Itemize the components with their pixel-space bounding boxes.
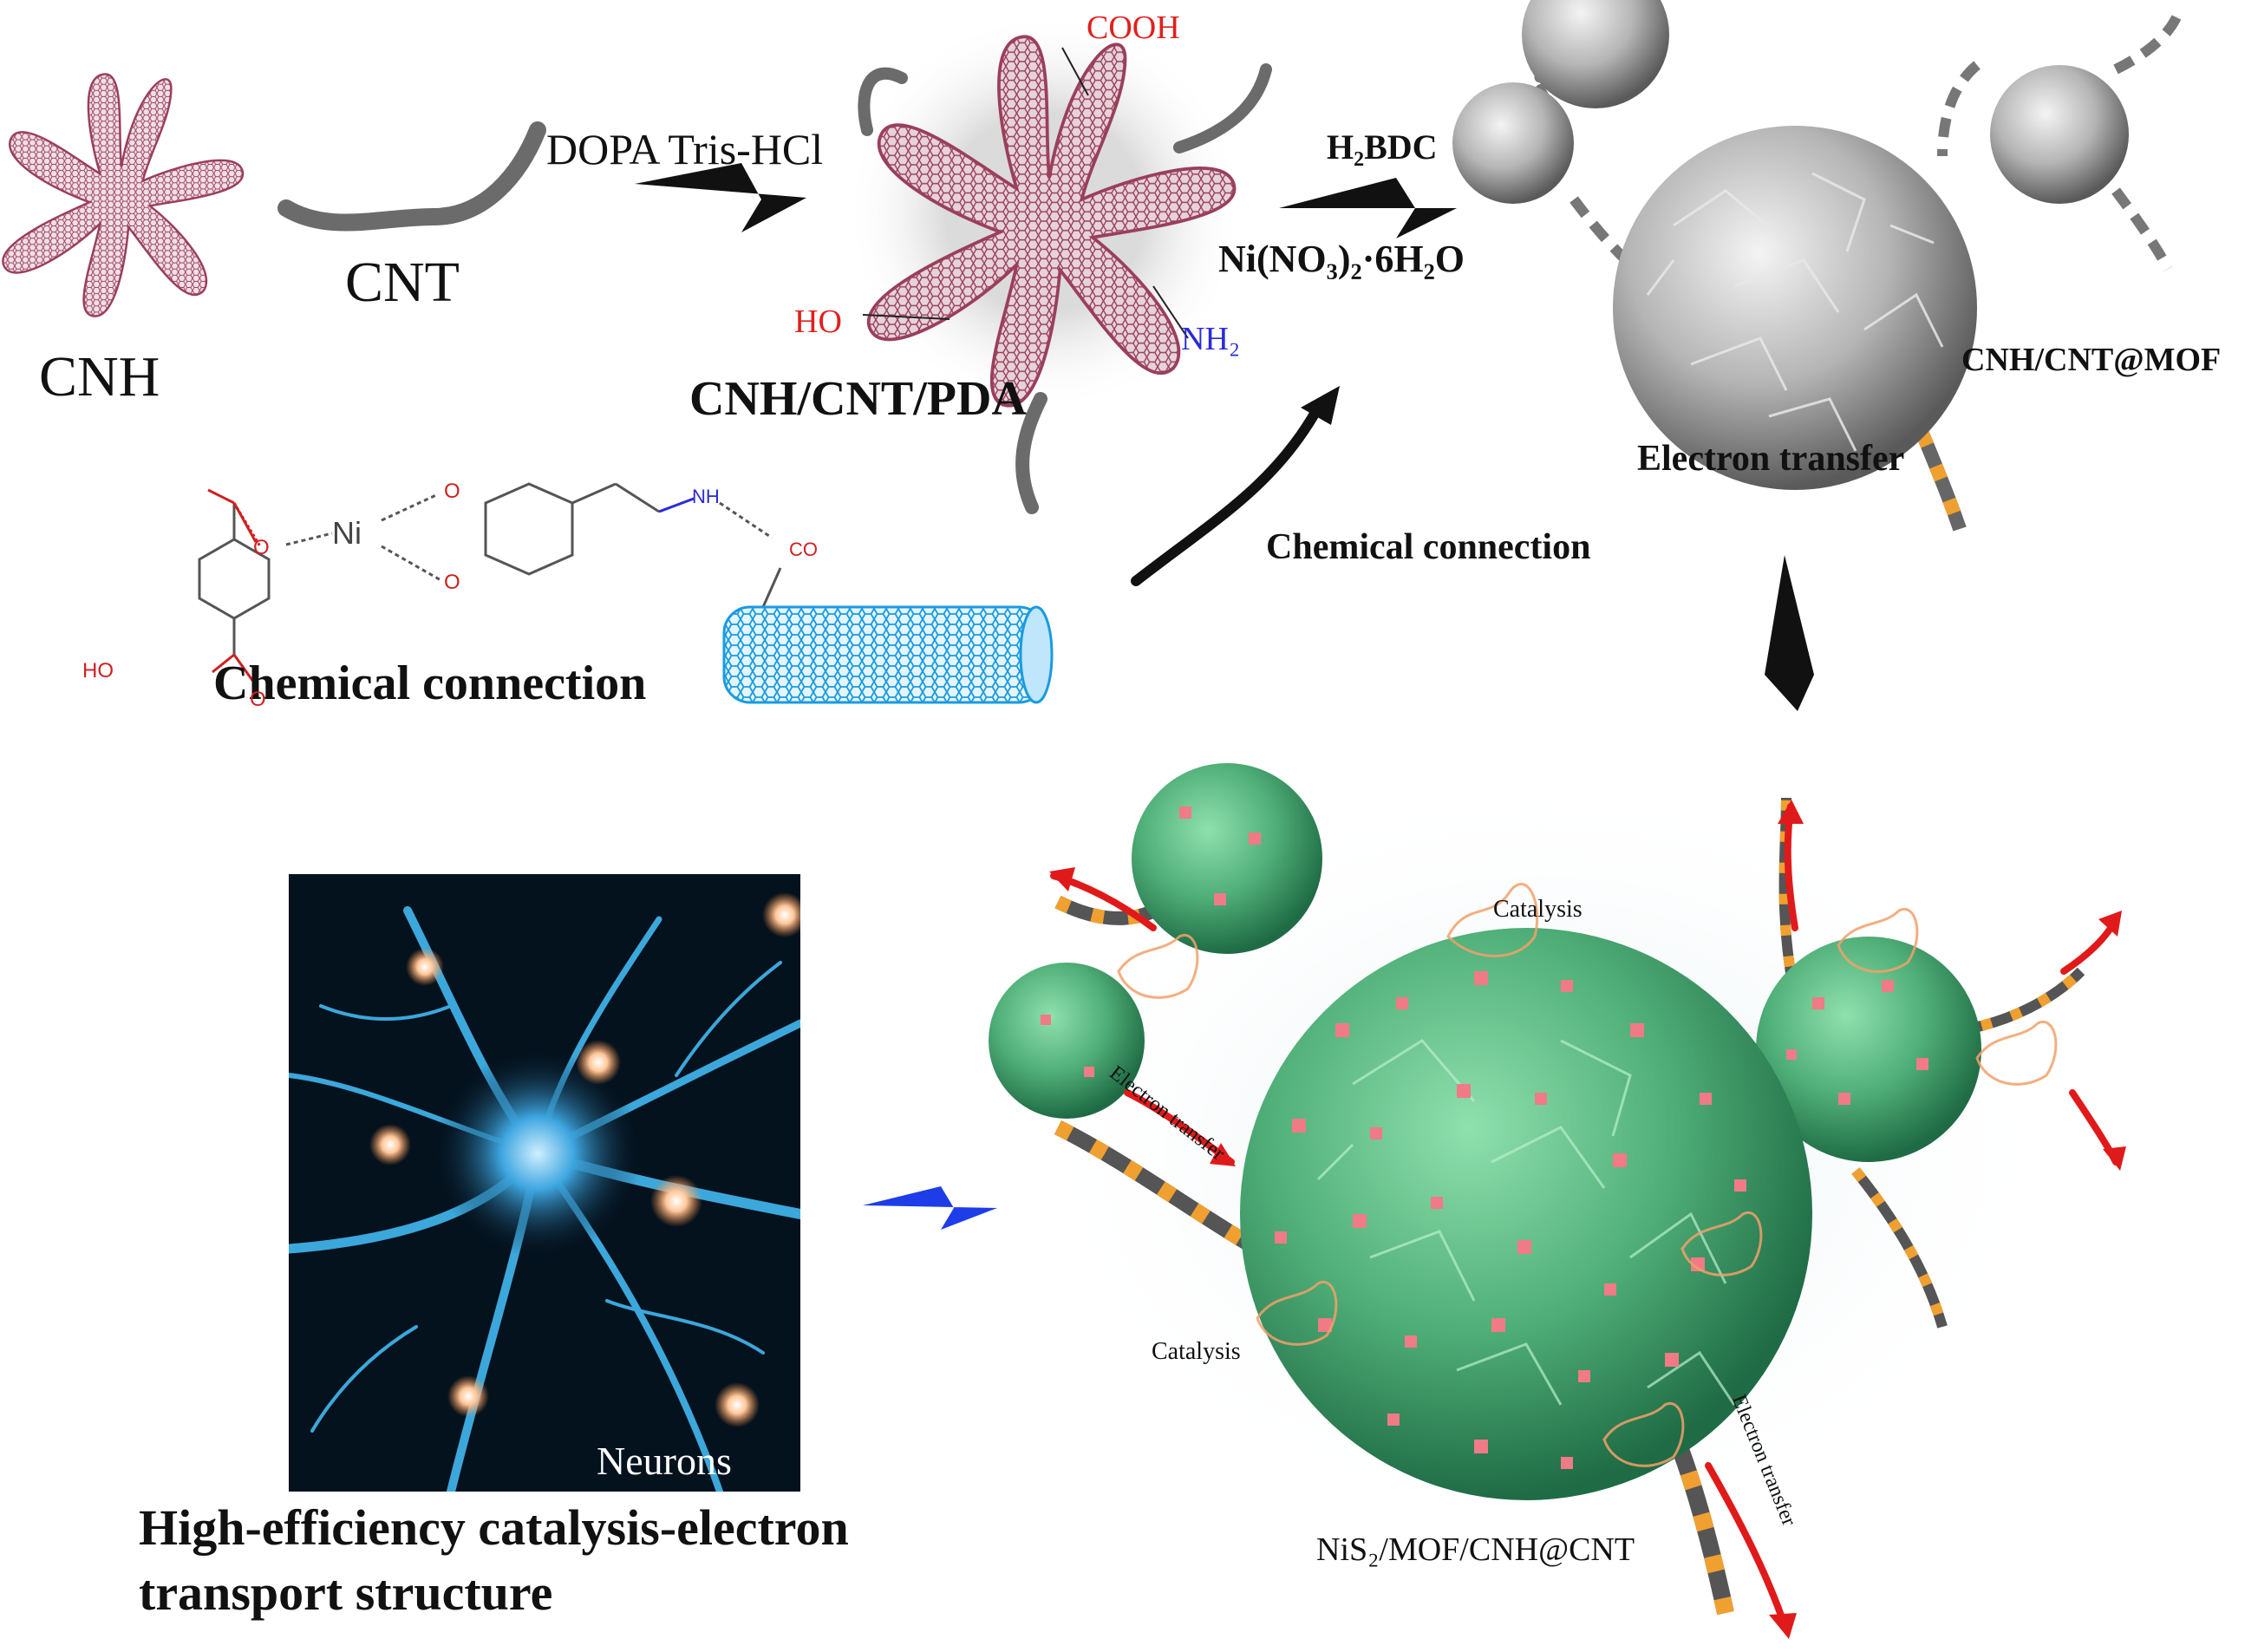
neuron-image [289, 874, 800, 1492]
label-electron-transfer-top: Electron transfer [1637, 439, 1905, 479]
caption-line-1: High-efficiency catalysis-electron [139, 1499, 849, 1556]
label-catalysis-top: Catalysis [1493, 896, 1583, 923]
cnh-cnt-pda-structure [845, 13, 1272, 514]
atom-co: CO [789, 539, 818, 560]
label-dopa: DOPA Tris-HCl [546, 125, 824, 173]
label-cnh: CNH [39, 345, 160, 408]
atom-ho: HO [82, 659, 114, 682]
label-nh2: NH₂ [1181, 321, 1241, 357]
atom-ni: Ni [332, 515, 362, 551]
chemical-structure [198, 482, 782, 686]
arrow-dopa [635, 163, 806, 232]
caption-line-2: transport structure [139, 1564, 553, 1621]
label-catalysis-bottom: Catalysis [1152, 1338, 1241, 1365]
label-cooh: COOH [1087, 10, 1180, 46]
atom-o-2: O [444, 571, 460, 594]
arrow-down [1765, 555, 1814, 711]
atom-o-1: O [444, 480, 460, 503]
label-neurons: Neurons [597, 1439, 732, 1483]
label-chemical-connection-struct: Chemical connection [213, 656, 647, 710]
cnt-tube [277, 121, 546, 232]
label-cnh-cnt-mof: CNH/CNT@MOF [1961, 342, 2222, 378]
atom-o-4: O [250, 688, 266, 711]
label-ho: HO [794, 304, 842, 340]
cnh-molecule [2, 73, 245, 317]
arrow-chemical-connection [1131, 402, 1323, 586]
blue-nanotube [722, 605, 1054, 704]
arrow-h2bdc [1279, 178, 1457, 238]
label-chemical-connection-arrow: Chemical connection [1266, 527, 1591, 567]
arrow-blue [863, 1186, 997, 1230]
label-cnt: CNT [345, 251, 460, 314]
atom-o-3: O [253, 536, 270, 559]
label-ni-salt: Ni(NO₃)₂·6H₂O [1218, 238, 1465, 280]
label-h2bdc: H₂BDC [1327, 127, 1438, 167]
label-cnh-cnt-pda: CNH/CNT/PDA [689, 372, 1027, 426]
nis2-mof-cnh-cnt-structure [989, 763, 2126, 1639]
atom-nh: NH [692, 486, 720, 507]
label-product: NiS₂/MOF/CNH@CNT [1316, 1531, 1635, 1568]
cnh-cnt-mof-structure [1452, 0, 2182, 532]
